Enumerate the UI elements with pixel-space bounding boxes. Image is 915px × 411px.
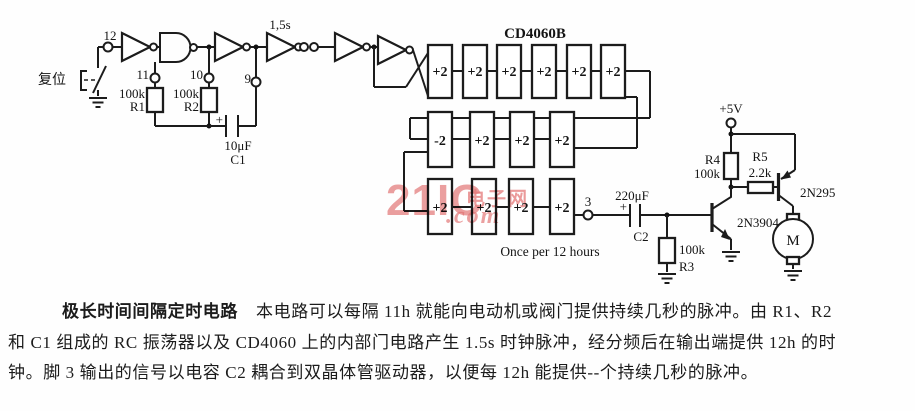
divider-label: +2: [477, 201, 492, 216]
timer-circuit-schematic: 复位 12 1,5s: [38, 17, 835, 284]
ground-symbol: [721, 251, 741, 262]
pin3-terminal: [582, 209, 594, 221]
caption-line2: 和 C1 组成的 RC 振荡器以及 CD4060 上的内部门电路产生 1.5s …: [8, 332, 837, 352]
caption-line1: 极长时间间隔定时电路本电路可以每隔 11h 就能向电动机或阀门提供持续几秒的脉冲…: [8, 297, 913, 328]
divider-label: +2: [537, 65, 552, 80]
r2-value: 100k: [173, 86, 200, 101]
inverter2: [213, 31, 246, 63]
r4-value: 100k: [694, 166, 721, 181]
nand-gate: [159, 32, 192, 63]
resistor-r5: [746, 180, 775, 195]
pin3-label: 3: [585, 194, 592, 209]
c2-plus: +: [620, 199, 627, 214]
c2-value: 220μF: [615, 188, 649, 203]
inverter4: [333, 31, 366, 63]
q2-label: 2N295: [800, 185, 835, 200]
divider-label: +2: [433, 65, 448, 80]
resistor-r2: [199, 86, 219, 114]
terminal: [309, 42, 319, 52]
divider-label: +2: [502, 65, 517, 80]
motor-label: M: [786, 233, 799, 249]
resistor-r4: [722, 151, 740, 181]
caption: 极长时间间隔定时电路本电路可以每隔 11h 就能向电动机或阀门提供持续几秒的脉冲…: [8, 297, 913, 389]
divider-row3: +2 +2 +2 +2 Once per 12 hours: [426, 177, 600, 259]
c1-plus: +: [216, 112, 223, 127]
ground-symbol: [783, 270, 803, 281]
divider-block: [461, 43, 489, 100]
ic-label: CD4060B: [504, 26, 566, 42]
r1-value: 100k: [119, 86, 146, 101]
once-per-12h-label: Once per 12 hours: [500, 244, 599, 259]
divider-block: [548, 110, 576, 169]
divider-label: -2: [434, 134, 446, 149]
inverter5: [376, 34, 409, 66]
divider-label: +2: [468, 65, 483, 80]
clock-period-label: 1,5s: [269, 17, 290, 32]
q1-label: 2N3904: [737, 215, 779, 230]
divider-label: +2: [515, 134, 530, 149]
caption-line1-text: 本电路可以每隔 11h 就能向电动机或阀门提供持续几秒的脉冲。由 R1、R2: [256, 302, 833, 321]
supply-terminal: [725, 117, 737, 129]
driver-section: +5V R4 100k R5 2.2k 2N3904 2N295 M: [694, 101, 835, 281]
ground-symbol: [657, 273, 677, 284]
c2-name: C2: [633, 229, 648, 244]
divider-label: +2: [555, 134, 570, 149]
reset-switch: 复位: [38, 47, 108, 108]
r5-value: 2.2k: [749, 165, 772, 180]
r3-value: 100k: [679, 242, 706, 257]
rc-network: 11 100k R1 10 100k R2 + 10μF C1 9: [119, 44, 262, 167]
caption-title: 极长时间间隔定时电路: [62, 302, 238, 321]
divider-row2: -2 +2 +2 +2: [403, 110, 576, 212]
divider-block: [426, 110, 454, 169]
divider-block: [470, 177, 498, 236]
divider-label: +2: [606, 65, 621, 80]
pin11-terminal: [149, 72, 161, 84]
r3-name: R3: [679, 259, 694, 274]
pin11-label: 11: [136, 67, 149, 82]
divider-block: [508, 110, 536, 169]
pin10-label: 10: [190, 67, 203, 82]
divider-row1: CD4060B +2 +2 +2 +2 +2 +2: [409, 26, 651, 149]
c1-value: 10μF: [224, 138, 251, 153]
supply-label: +5V: [719, 101, 743, 116]
r2-name: R2: [184, 99, 199, 114]
r5-name: R5: [752, 149, 767, 164]
divider-label: +2: [514, 201, 529, 216]
inverter3-1s5: [265, 31, 298, 63]
pin12-terminal: [102, 41, 114, 53]
inverter1: [120, 31, 153, 63]
ground-symbol: [88, 97, 108, 108]
r4-name: R4: [705, 152, 721, 167]
divider-label: +2: [572, 65, 587, 80]
divider-label: +2: [433, 201, 448, 216]
r1-name: R1: [130, 99, 145, 114]
pin9-label: 9: [245, 71, 252, 86]
output-coupling: 3 + 220μF C2 100k R3: [574, 188, 711, 284]
divider-label: +2: [555, 201, 570, 216]
oscillator-section: 12 1,5s: [98, 17, 429, 97]
pin10-terminal: [203, 72, 215, 84]
terminal: [299, 42, 309, 52]
reset-label: 复位: [38, 71, 66, 88]
caption-line3: 钟。脚 3 输出的信号以电容 C2 耦合到双晶体管驱动器，以便每 12h 能提供…: [8, 363, 759, 382]
divider-block: [530, 43, 558, 100]
resistor-r1: [145, 86, 165, 114]
pin12-label: 12: [104, 28, 117, 43]
resistor-r3: [657, 236, 677, 265]
divider-label: +2: [475, 134, 490, 149]
pin9-terminal: [250, 76, 262, 88]
c1-name: C1: [230, 152, 245, 167]
